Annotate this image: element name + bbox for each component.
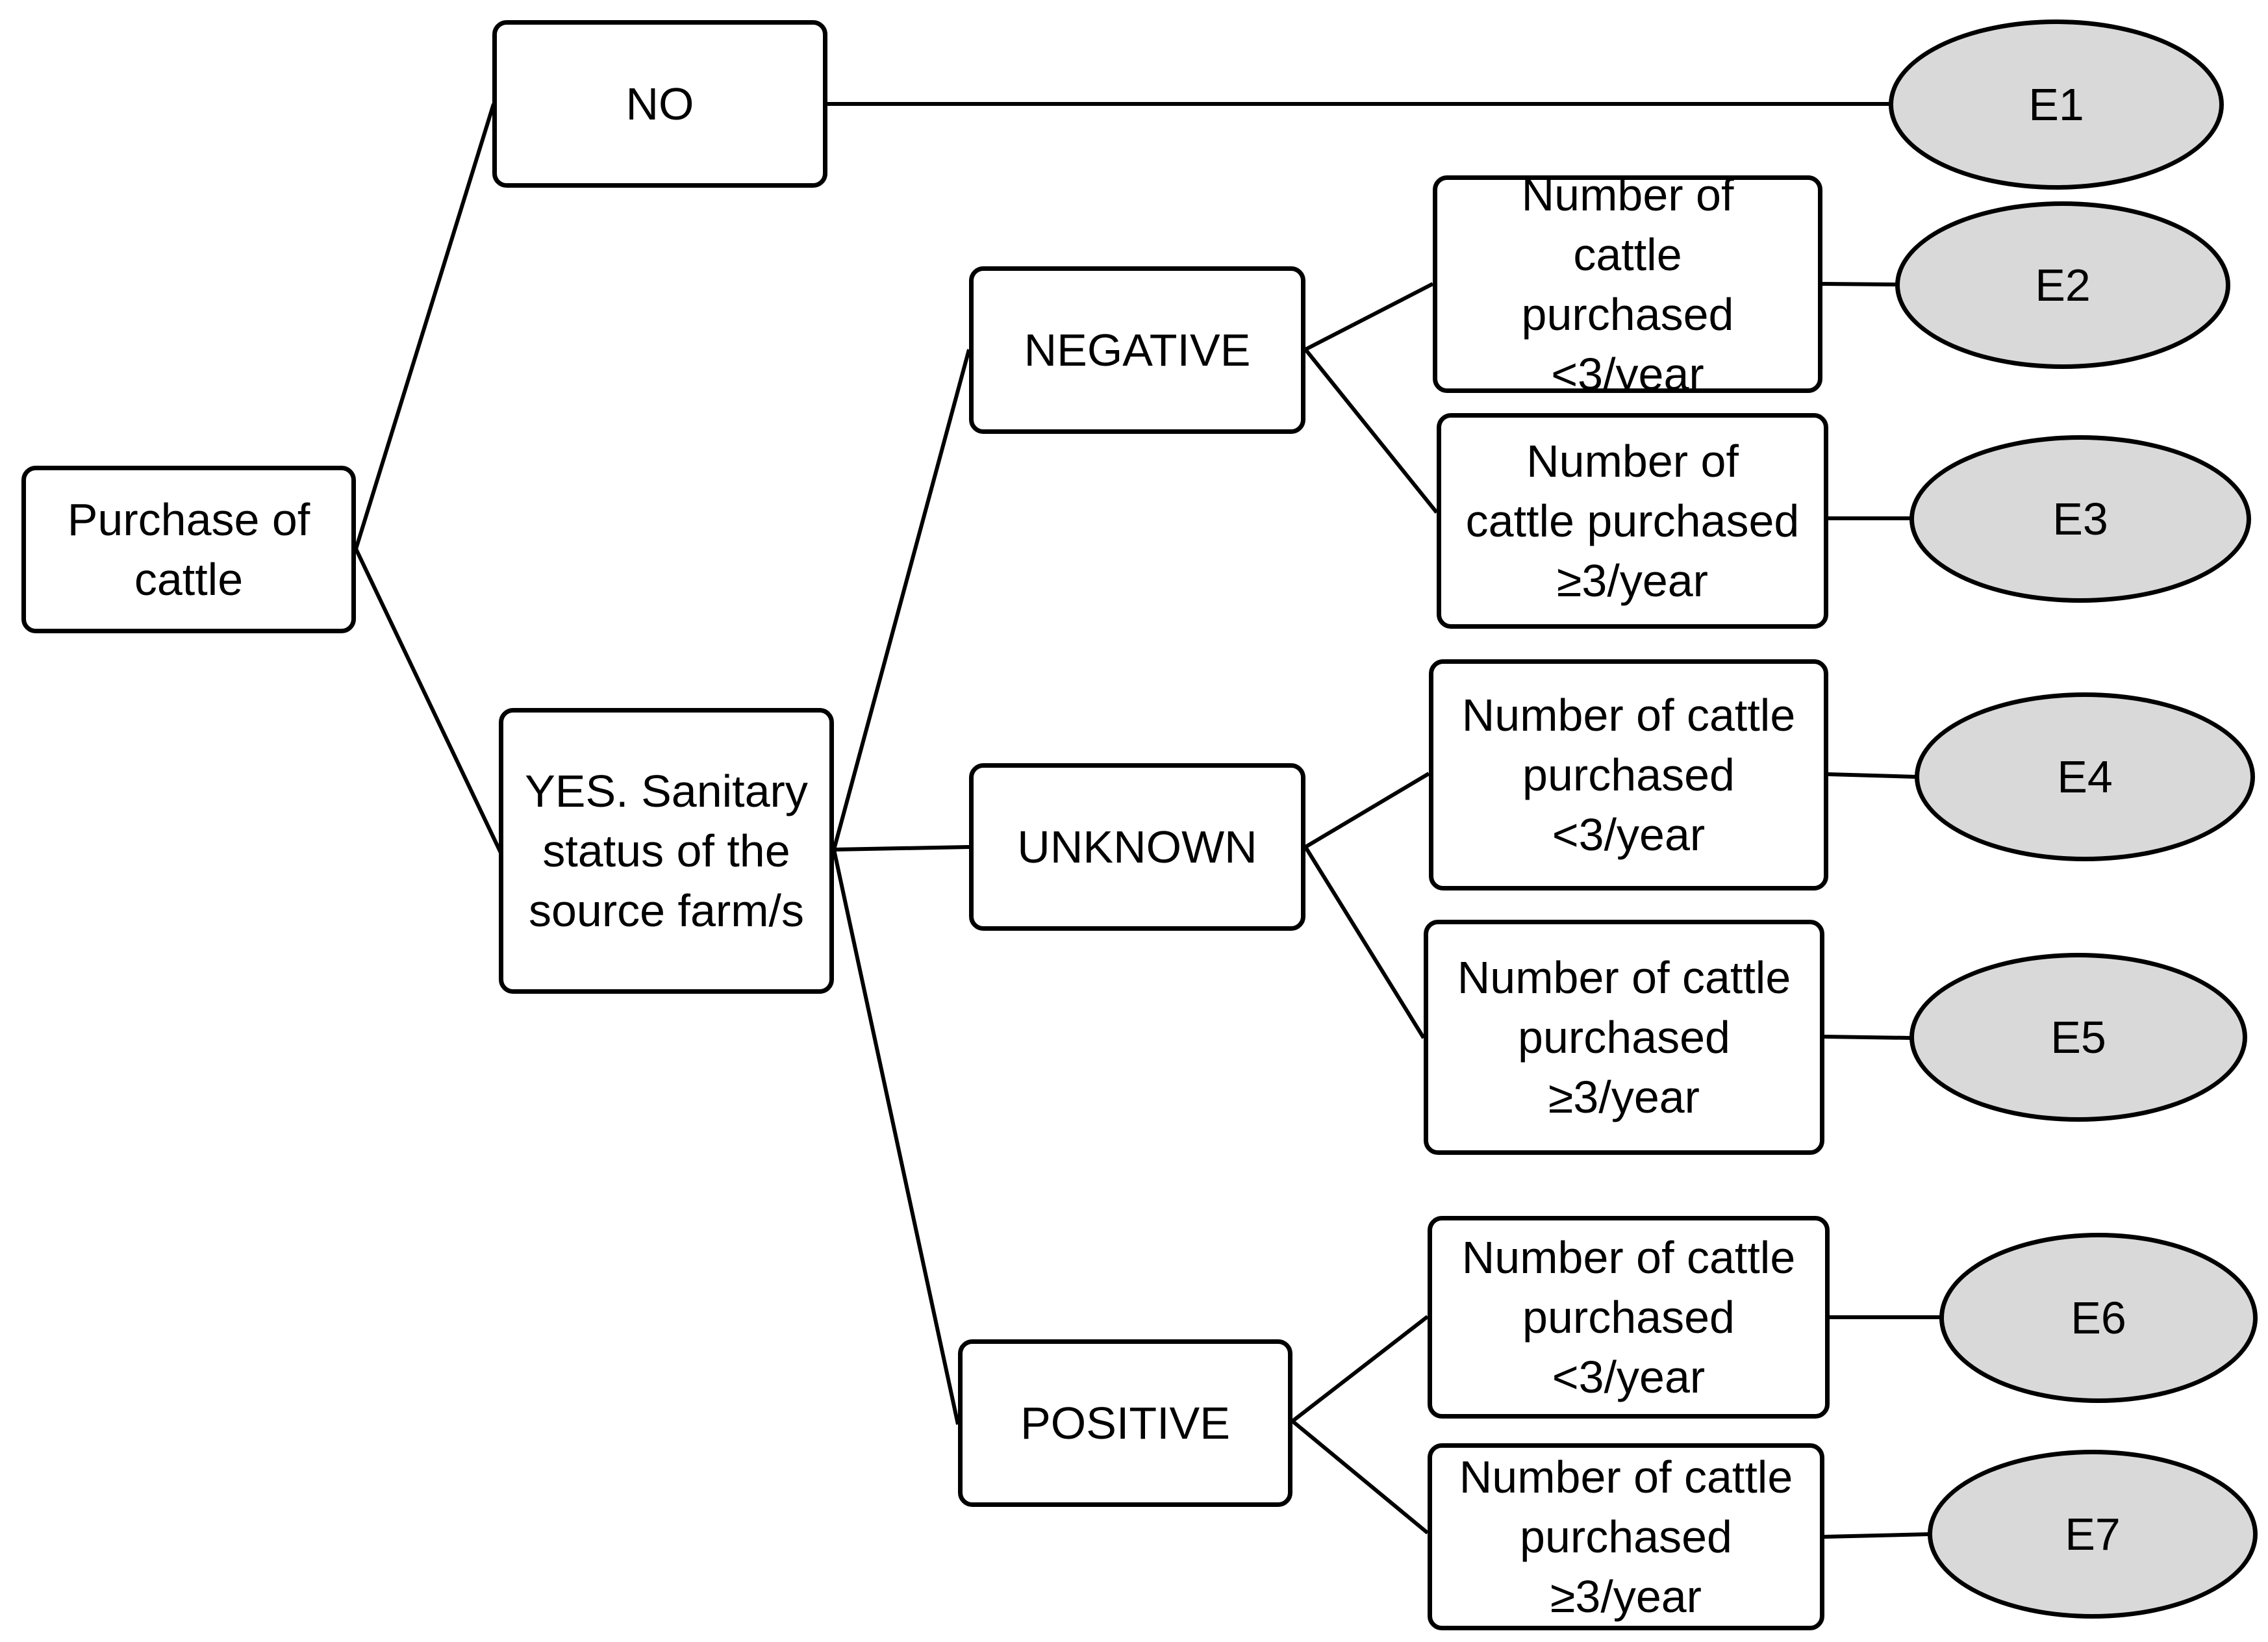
outcome-e1: E1 bbox=[1889, 19, 2224, 190]
edge-yes-positive bbox=[832, 849, 960, 1425]
edge-unk-ge3-e5 bbox=[1824, 1035, 1911, 1040]
outcome-e3: E3 bbox=[1909, 435, 2251, 603]
node-no: NO bbox=[492, 20, 827, 188]
node-positive-lt3: Number of cattle purchased <3/year bbox=[1428, 1216, 1830, 1419]
edge-negative-ge3 bbox=[1304, 348, 1439, 514]
outcome-e5: E5 bbox=[1909, 953, 2247, 1122]
edge-yes-negative bbox=[832, 349, 971, 850]
node-negative-lt3: Number of cattle purchased <3/year bbox=[1433, 175, 1822, 393]
outcome-e2: E2 bbox=[1895, 201, 2230, 369]
outcome-e4: E4 bbox=[1915, 692, 2255, 861]
node-unknown: UNKNOWN bbox=[969, 763, 1305, 931]
outcome-e6: E6 bbox=[1939, 1233, 2258, 1403]
node-unknown-ge3: Number of cattle purchased ≥3/year bbox=[1424, 920, 1824, 1155]
edge-unknown-lt3 bbox=[1304, 772, 1430, 849]
node-negative-ge3: Number of cattle purchased ≥3/year bbox=[1437, 413, 1828, 629]
edge-unk-lt3-e4 bbox=[1828, 772, 1917, 779]
node-yes-sanitary-status: YES. Sanitary status of the source farm/… bbox=[499, 708, 834, 994]
edge-root-yes bbox=[354, 548, 503, 855]
node-negative: NEGATIVE bbox=[969, 266, 1305, 434]
node-positive: POSITIVE bbox=[958, 1339, 1292, 1507]
node-positive-ge3: Number of cattle purchased ≥3/year bbox=[1428, 1443, 1824, 1630]
edge-unknown-ge3 bbox=[1304, 846, 1426, 1039]
edge-positive-lt3 bbox=[1291, 1315, 1429, 1423]
edge-yes-unknown bbox=[833, 845, 970, 852]
outcome-e7: E7 bbox=[1928, 1450, 2258, 1619]
edge-negative-lt3 bbox=[1304, 282, 1434, 351]
edge-root-no bbox=[354, 103, 496, 549]
node-purchase-of-cattle: Purchase of cattle bbox=[21, 466, 356, 633]
edge-positive-ge3 bbox=[1291, 1419, 1429, 1535]
edge-pos-ge3-e7 bbox=[1824, 1532, 1930, 1539]
node-unknown-lt3: Number of cattle purchased <3/year bbox=[1429, 659, 1828, 890]
